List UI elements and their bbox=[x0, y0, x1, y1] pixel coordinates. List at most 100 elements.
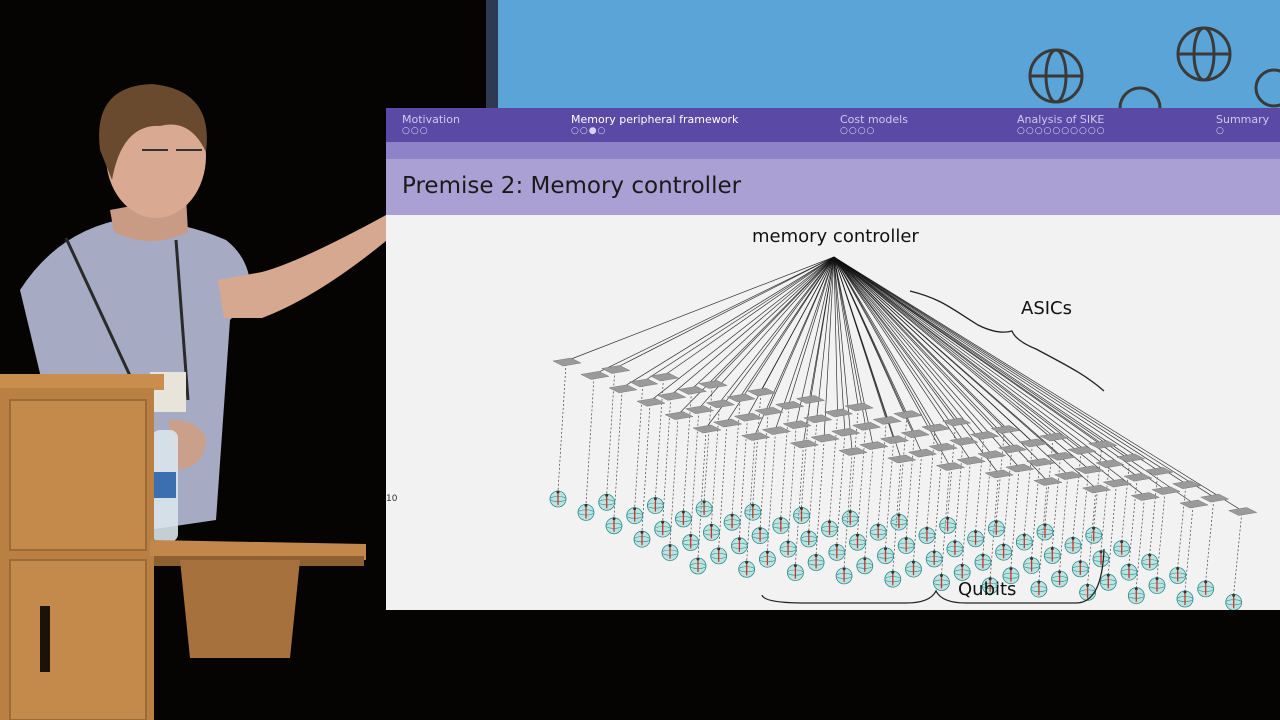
qubit-icon bbox=[1002, 567, 1020, 585]
qubit-icon bbox=[849, 533, 866, 551]
qubit-icon bbox=[758, 550, 776, 568]
slide-sub-bar bbox=[386, 142, 1280, 159]
qubit-icon bbox=[1036, 523, 1054, 541]
qubit-icon bbox=[744, 503, 762, 521]
asic-chip bbox=[887, 454, 917, 464]
qubit-icon bbox=[1127, 587, 1145, 605]
asic-chip bbox=[977, 450, 1007, 459]
asic-chip bbox=[949, 437, 979, 446]
asic-chip bbox=[935, 462, 966, 471]
asic-qubit-link bbox=[669, 417, 679, 545]
asic-qubit-link bbox=[697, 430, 707, 559]
qubit-icon bbox=[946, 540, 964, 558]
asic-chip bbox=[1151, 486, 1181, 495]
qubit-icon bbox=[577, 503, 595, 521]
asic-chip bbox=[733, 412, 764, 422]
asic-chip bbox=[872, 416, 902, 425]
qubit-icon bbox=[598, 493, 616, 511]
qubit-icon bbox=[1015, 533, 1033, 551]
asic-chip bbox=[649, 372, 680, 382]
podium bbox=[0, 374, 366, 720]
controller-wire bbox=[833, 256, 1242, 511]
asic-chip bbox=[990, 425, 1021, 434]
qubit-icon bbox=[1085, 526, 1103, 544]
controller-wire bbox=[833, 256, 1214, 498]
nav-progress-dots: ○○●○ bbox=[571, 126, 607, 136]
qubit-icon bbox=[710, 547, 728, 565]
presentation-slide: Motivation ○○○ Memory peripheral framewo… bbox=[386, 108, 1280, 610]
qubit-icon bbox=[828, 543, 846, 561]
qubit-icon bbox=[1113, 540, 1131, 558]
qubit-icon bbox=[1225, 593, 1243, 610]
asic-chip bbox=[859, 441, 889, 450]
qubit-icon bbox=[974, 553, 992, 571]
qubit-icon bbox=[1064, 536, 1082, 554]
asic-chip bbox=[677, 386, 708, 395]
asic-qubit-link bbox=[690, 411, 700, 535]
qubit-icon bbox=[800, 530, 818, 548]
qubit-icon bbox=[772, 517, 790, 535]
memory-controller-label: memory controller bbox=[752, 226, 919, 247]
qubit-icon bbox=[661, 544, 679, 562]
qubit-icon bbox=[856, 557, 874, 575]
qubit-icon bbox=[605, 517, 623, 535]
nav-section-memory-peripheral-framework[interactable]: Memory peripheral framework ○○●○ bbox=[571, 113, 738, 137]
asic-qubit-link bbox=[926, 429, 936, 528]
qubit-icon bbox=[1051, 570, 1068, 588]
asic-qubit-link bbox=[1128, 479, 1138, 565]
asic-qubit-link bbox=[787, 426, 797, 542]
asic-qubit-link bbox=[1100, 465, 1110, 551]
asic-qubit-link bbox=[1107, 485, 1117, 575]
qubit-icon bbox=[1120, 563, 1138, 581]
nav-section-motivation[interactable]: Motivation ○○○ bbox=[402, 113, 460, 137]
slide-title: Premise 2: Memory controller bbox=[402, 173, 742, 199]
qubit-icon bbox=[897, 537, 915, 555]
qubit-icon bbox=[1030, 580, 1048, 598]
asic-chip bbox=[969, 431, 1000, 440]
asic-qubit-link bbox=[634, 384, 644, 508]
qubit-icon bbox=[995, 543, 1012, 561]
controller-wire bbox=[833, 256, 874, 445]
asic-qubit-link bbox=[557, 363, 567, 492]
qubit-icon bbox=[786, 564, 804, 582]
qubit-icon bbox=[905, 560, 922, 578]
nav-section-summary[interactable]: Summary ○ bbox=[1216, 113, 1269, 137]
nav-section-analysis-of-sike[interactable]: Analysis of SIKE ○○○○○○○○○○ bbox=[1017, 113, 1106, 137]
asic-chip bbox=[956, 456, 986, 465]
controller-wire bbox=[833, 256, 984, 435]
asic-qubit-link bbox=[1177, 486, 1187, 568]
asic-chip bbox=[775, 401, 805, 410]
qubit-icon bbox=[981, 577, 999, 595]
asic-chip bbox=[831, 427, 861, 437]
asic-qubit-link bbox=[808, 420, 818, 532]
controller-wire bbox=[593, 256, 835, 375]
asic-qubit-link bbox=[877, 422, 887, 525]
controller-wire bbox=[803, 256, 835, 444]
controller-wire bbox=[816, 256, 835, 418]
asic-qubit-link bbox=[718, 425, 728, 548]
asic-qubit-link bbox=[1023, 444, 1033, 535]
asic-qubit-link bbox=[1135, 498, 1145, 588]
controller-wire bbox=[711, 256, 835, 384]
asic-chip bbox=[844, 402, 874, 412]
qubit-icon bbox=[689, 557, 707, 575]
nav-section-label: Summary bbox=[1216, 113, 1270, 126]
asic-qubit-link bbox=[989, 475, 999, 578]
qubit-icon bbox=[682, 534, 700, 551]
qubit-icon bbox=[1141, 553, 1159, 571]
qubit-icon bbox=[674, 510, 692, 528]
controller-wire bbox=[833, 256, 859, 407]
nav-section-cost-models[interactable]: Cost models ○○○○ bbox=[840, 113, 908, 137]
controller-wire bbox=[833, 256, 1166, 490]
asic-chip bbox=[803, 414, 833, 424]
memory-controller-diagram bbox=[549, 256, 1258, 610]
asic-qubit-link bbox=[849, 408, 859, 511]
asic-qubit-link bbox=[780, 407, 790, 518]
asic-qubit-link bbox=[746, 438, 756, 562]
asic-chip bbox=[1087, 440, 1118, 449]
asic-chip bbox=[1018, 438, 1049, 448]
qubits-brace bbox=[761, 548, 1105, 604]
asic-qubit-link bbox=[961, 462, 971, 565]
asic-chip bbox=[698, 380, 728, 389]
asic-chip bbox=[1102, 478, 1133, 488]
